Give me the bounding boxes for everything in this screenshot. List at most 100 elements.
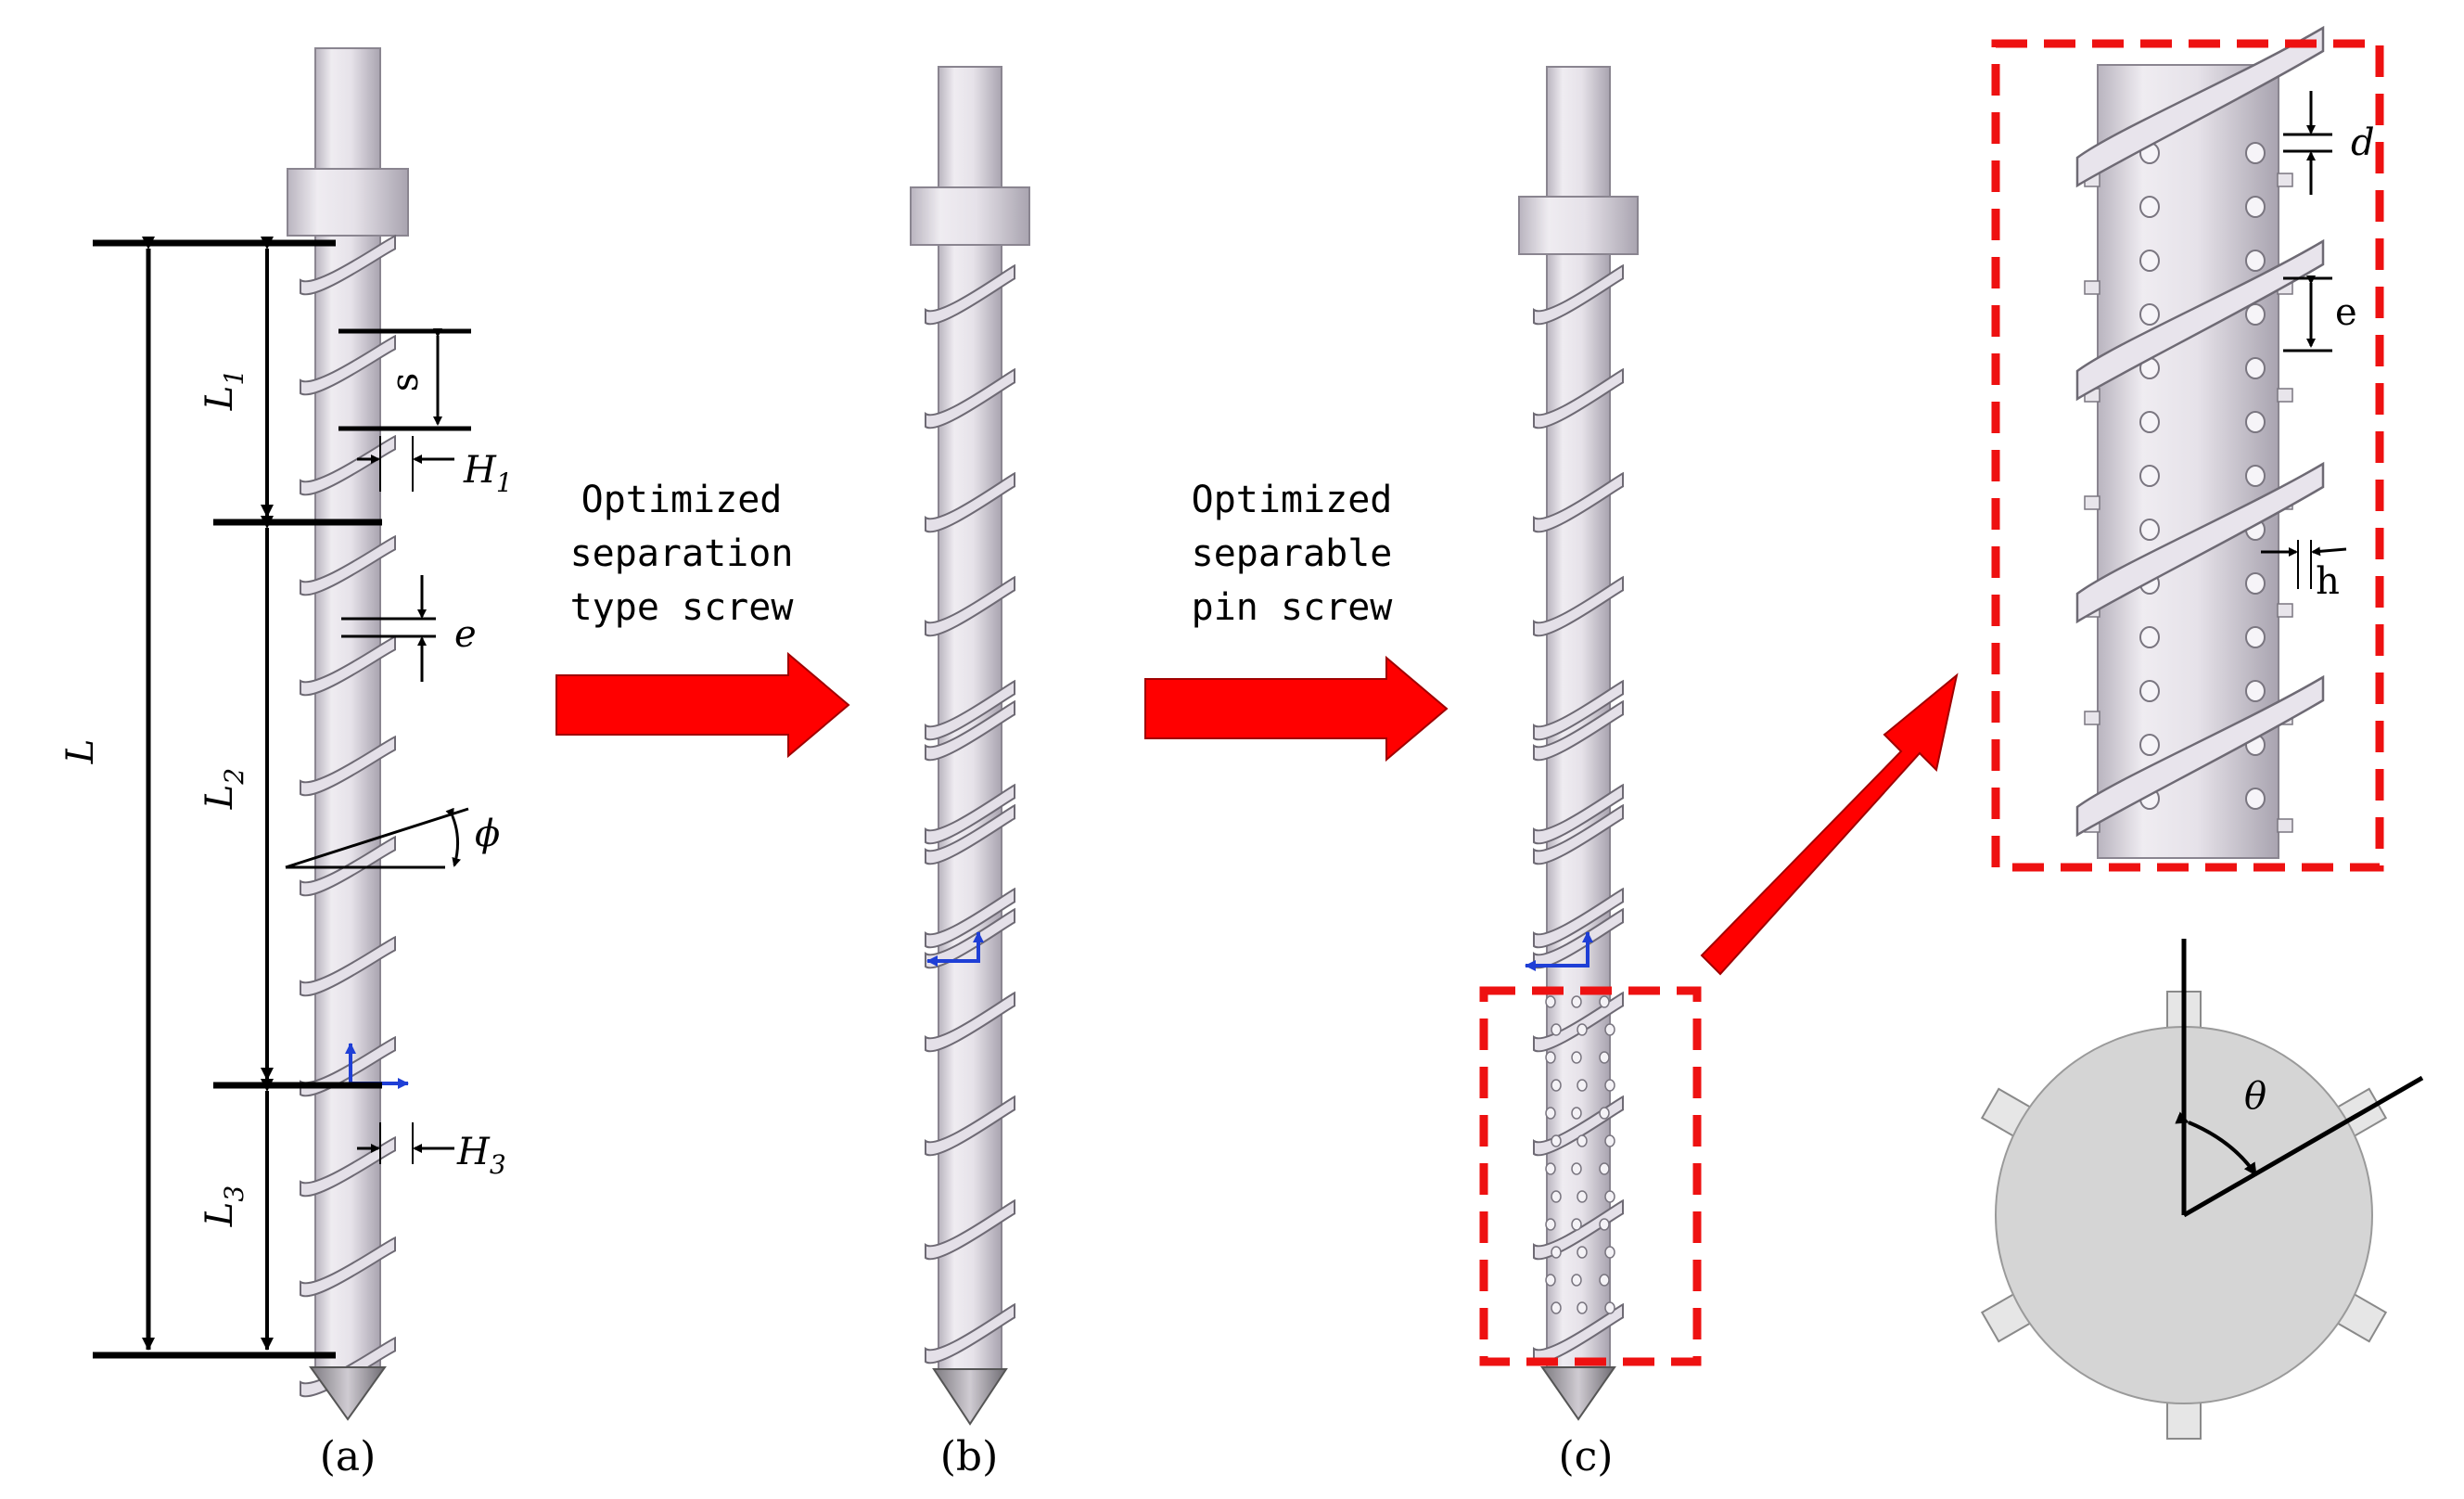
screw-c-pin — [1551, 1190, 1562, 1203]
detail-flight — [2075, 238, 2325, 402]
detail-pin-side-left — [2084, 495, 2100, 510]
screw-c-pin — [1551, 1079, 1562, 1092]
dim-phi-arc — [445, 807, 462, 867]
detail-pin-right — [2245, 357, 2266, 379]
detail-pin-right — [2245, 572, 2266, 595]
caption-a: (a) — [320, 1433, 377, 1480]
screw-b-flight — [925, 575, 1015, 637]
arrow-2-line-3: pin screw — [1192, 586, 1394, 629]
screw-c-pin — [1577, 1246, 1588, 1259]
label-L3: L3 — [198, 1185, 249, 1227]
label-e-detail: e — [2335, 291, 2357, 334]
screw-c-pin — [1577, 1079, 1588, 1092]
detail-pin-right — [2245, 626, 2266, 648]
label-H1: H1 — [463, 449, 513, 498]
screw-c-flight — [1533, 367, 1624, 429]
screw-b-flight — [925, 699, 1015, 762]
arrow-2-line-2: separable — [1192, 532, 1393, 575]
screw-c-pin — [1551, 1301, 1562, 1314]
screw-b-top-shaft — [938, 66, 1002, 188]
screw-a-flight — [300, 1035, 396, 1097]
screw-b-flights — [925, 263, 1015, 1364]
theta-arc — [2175, 1111, 2258, 1177]
screw-c-pin — [1545, 1107, 1556, 1120]
screw-c — [1479, 66, 1702, 1421]
label-L2: L2 — [198, 768, 249, 810]
screw-b-flight — [925, 991, 1015, 1053]
dim-phi-incline — [285, 807, 469, 869]
screw-a — [287, 47, 409, 1421]
red-arrow-1 — [555, 651, 850, 759]
label-L3-main: L — [198, 1202, 241, 1228]
screw-b-collar — [910, 186, 1030, 246]
detail-flights — [2075, 25, 2325, 838]
red-arrow-diagonal — [1700, 673, 1959, 976]
screw-c-flight — [1533, 887, 1624, 949]
screw-b-flight — [925, 887, 1015, 949]
detail-pin-left — [2139, 465, 2160, 487]
screw-c-pin — [1599, 1107, 1610, 1120]
caption-b: (b) — [940, 1433, 999, 1480]
label-phi: ϕ — [475, 813, 500, 855]
screw-c-pin — [1571, 995, 1582, 1008]
screw-c-pin — [1604, 1246, 1615, 1259]
screw-c-top-shaft — [1546, 66, 1611, 198]
detail-flight — [2075, 674, 2325, 838]
screw-b-flight — [925, 803, 1015, 865]
detail-pin-right — [2245, 411, 2266, 433]
screw-c-pin — [1599, 1274, 1610, 1287]
arrow-1-line-3: type screw — [570, 586, 795, 629]
arrow-2: Optimized separable pin screw — [1144, 479, 1449, 762]
screw-c-pin — [1551, 1134, 1562, 1147]
label-s: s — [384, 373, 427, 392]
screw-c-pin — [1571, 1274, 1582, 1287]
screw-a-flight — [300, 234, 396, 296]
screw-c-pin — [1599, 1218, 1610, 1231]
screw-c-tip — [1540, 1366, 1616, 1421]
detail-pin-side-right — [2277, 388, 2293, 403]
detail-pin-side-right — [2277, 603, 2293, 618]
label-L2-sub: 2 — [219, 768, 249, 786]
screw-c-pin — [1545, 1162, 1556, 1175]
screw-a-flight — [300, 735, 396, 797]
detail-pin-right — [2245, 465, 2266, 487]
detail-pin-right — [2245, 196, 2266, 218]
screw-c-flight — [1533, 471, 1624, 533]
label-H3: H3 — [456, 1131, 506, 1180]
screw-b-flight — [925, 1095, 1015, 1157]
screw-c-pin — [1545, 1218, 1556, 1231]
label-d: d — [2351, 122, 2375, 164]
label-H3-main: H — [456, 1131, 491, 1173]
label-L2-main: L — [198, 785, 241, 811]
cross-section: θ — [1980, 939, 2424, 1440]
screw-c-pin — [1571, 1218, 1582, 1231]
detail-pin-left — [2139, 680, 2160, 702]
screw-c-pin — [1604, 1134, 1615, 1147]
screw-c-pin — [1604, 1190, 1615, 1203]
screw-a-body — [314, 235, 381, 1368]
detail-pin-left — [2139, 411, 2160, 433]
arrow-1-line-1: Optimized — [581, 479, 783, 521]
detail-pin-right — [2245, 142, 2266, 164]
detail-pin-right — [2245, 250, 2266, 272]
screw-a-flight — [300, 334, 396, 396]
screw-c-pin — [1577, 1134, 1588, 1147]
detail-pin-left — [2139, 196, 2160, 218]
arrow-2-line-1: Optimized — [1192, 479, 1393, 521]
screw-b-flight — [925, 783, 1015, 845]
screw-c-pin — [1604, 1301, 1615, 1314]
screw-c-pin — [1577, 1301, 1588, 1314]
label-H1-main: H — [463, 449, 497, 492]
detail-pin-left — [2139, 626, 2160, 648]
arrow-1: Optimized separation type screw — [555, 479, 850, 759]
pin-detail-view: d e h — [1991, 25, 2384, 872]
screw-a-top-shaft — [314, 47, 381, 170]
screw-c-flights — [1533, 263, 1624, 1364]
label-H1-sub: 1 — [496, 468, 513, 498]
screw-c-pin — [1599, 1162, 1610, 1175]
detail-pin-left — [2139, 250, 2160, 272]
screw-c-collar — [1518, 196, 1639, 255]
pin-section-highlight-box — [1479, 986, 1702, 1366]
screw-c-pin — [1551, 1246, 1562, 1259]
screw-c-flight — [1533, 679, 1624, 741]
